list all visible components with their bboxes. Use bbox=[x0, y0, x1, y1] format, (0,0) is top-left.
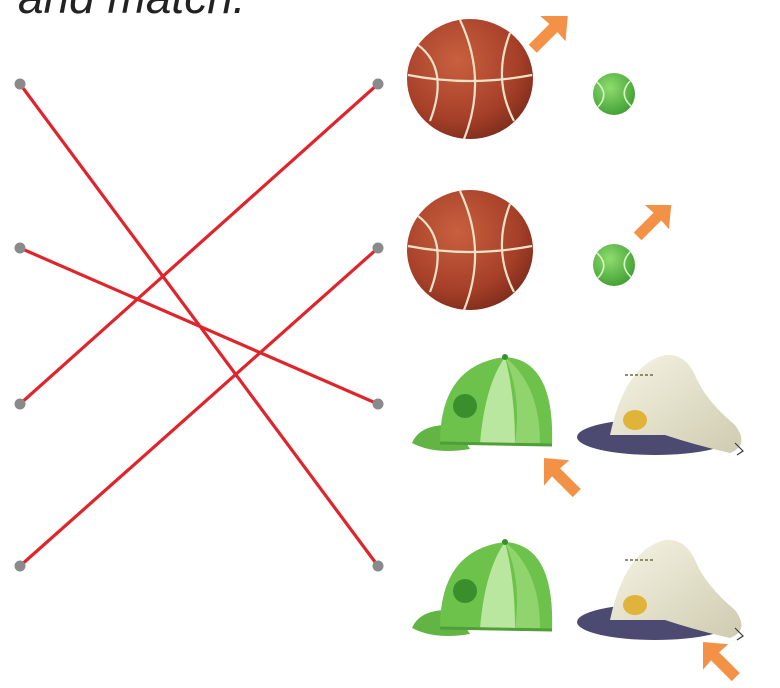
right-dot-1[interactable] bbox=[372, 78, 384, 90]
left-dot-1[interactable] bbox=[14, 78, 26, 90]
right-dot-4[interactable] bbox=[372, 560, 384, 572]
beret-hat-icon bbox=[576, 354, 744, 456]
right-dot-column bbox=[372, 78, 384, 572]
beret-hat-icon bbox=[576, 539, 744, 641]
left-dot-column bbox=[14, 78, 26, 572]
basketball-icon bbox=[405, 17, 535, 141]
connection-lines bbox=[18, 82, 380, 568]
tennis-ball-icon bbox=[592, 72, 636, 116]
arrow-icon bbox=[544, 458, 581, 498]
left-dot-4[interactable] bbox=[14, 560, 26, 572]
row-3-pictures bbox=[410, 352, 744, 498]
basketball-icon bbox=[405, 188, 535, 312]
right-dot-3[interactable] bbox=[372, 398, 384, 410]
baseball-cap-icon bbox=[410, 352, 554, 453]
arrow-icon bbox=[703, 642, 740, 682]
row-2-pictures bbox=[405, 188, 672, 312]
left-dot-2[interactable] bbox=[14, 242, 26, 254]
connection-line bbox=[18, 246, 380, 406]
tennis-ball-icon bbox=[592, 243, 636, 287]
row-1-pictures bbox=[405, 16, 636, 141]
row-4-pictures bbox=[410, 537, 744, 682]
left-dot-3[interactable] bbox=[14, 398, 26, 410]
right-dot-2[interactable] bbox=[372, 242, 384, 254]
arrow-icon bbox=[528, 16, 568, 53]
connection-line bbox=[18, 246, 380, 568]
baseball-cap-icon bbox=[410, 537, 554, 638]
connection-line bbox=[18, 82, 380, 406]
instruction-text: and match. bbox=[18, 0, 246, 24]
arrow-icon bbox=[633, 205, 672, 241]
